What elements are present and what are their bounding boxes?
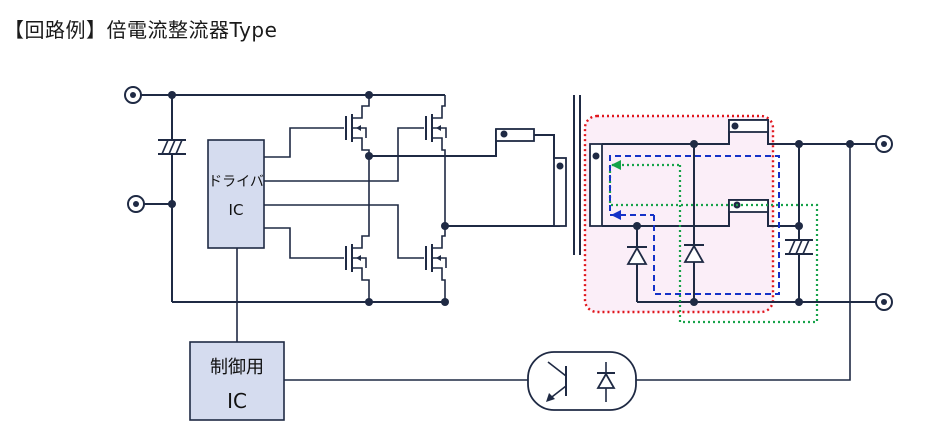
rectifier-diode-d2-icon [683, 244, 705, 263]
mosfet-q2-icon [425, 95, 447, 226]
output-capacitor-icon [785, 239, 813, 255]
blue-current-path [609, 155, 780, 295]
transformer-core-icon [573, 95, 581, 255]
output-terminal-bottom [875, 293, 893, 311]
driver-ic-label-line1: ドライバ [208, 174, 264, 190]
output-inductor-top-icon [728, 119, 769, 133]
control-ic-box: 制御用 IC [189, 341, 285, 421]
page-title: 【回路例】倍電流整流器Type [4, 18, 278, 42]
driver-ic-box: ドライバ IC [207, 139, 265, 249]
opto-led-diode-icon [596, 362, 616, 402]
mosfet-q1-icon [345, 95, 370, 156]
output-terminal-top [875, 135, 893, 153]
green-current-path [608, 160, 819, 324]
transformer-primary-winding-icon [553, 157, 567, 227]
rectifier-diode-d1-icon [626, 246, 648, 265]
optocoupler-icon [527, 351, 637, 411]
phototransistor-icon [546, 361, 567, 402]
mosfet-q3-icon [345, 156, 370, 302]
control-ic-label-line2: IC [227, 389, 247, 413]
input-terminal-bottom [127, 195, 145, 213]
primary-inductor-icon [495, 128, 535, 142]
driver-ic-label-line2: IC [229, 201, 244, 219]
transformer-secondary-winding-icon [589, 143, 603, 227]
input-capacitor-icon [158, 139, 186, 155]
control-ic-label-line1: 制御用 [210, 357, 264, 378]
input-terminal-top [124, 86, 142, 104]
mosfet-q4-icon [425, 226, 447, 302]
